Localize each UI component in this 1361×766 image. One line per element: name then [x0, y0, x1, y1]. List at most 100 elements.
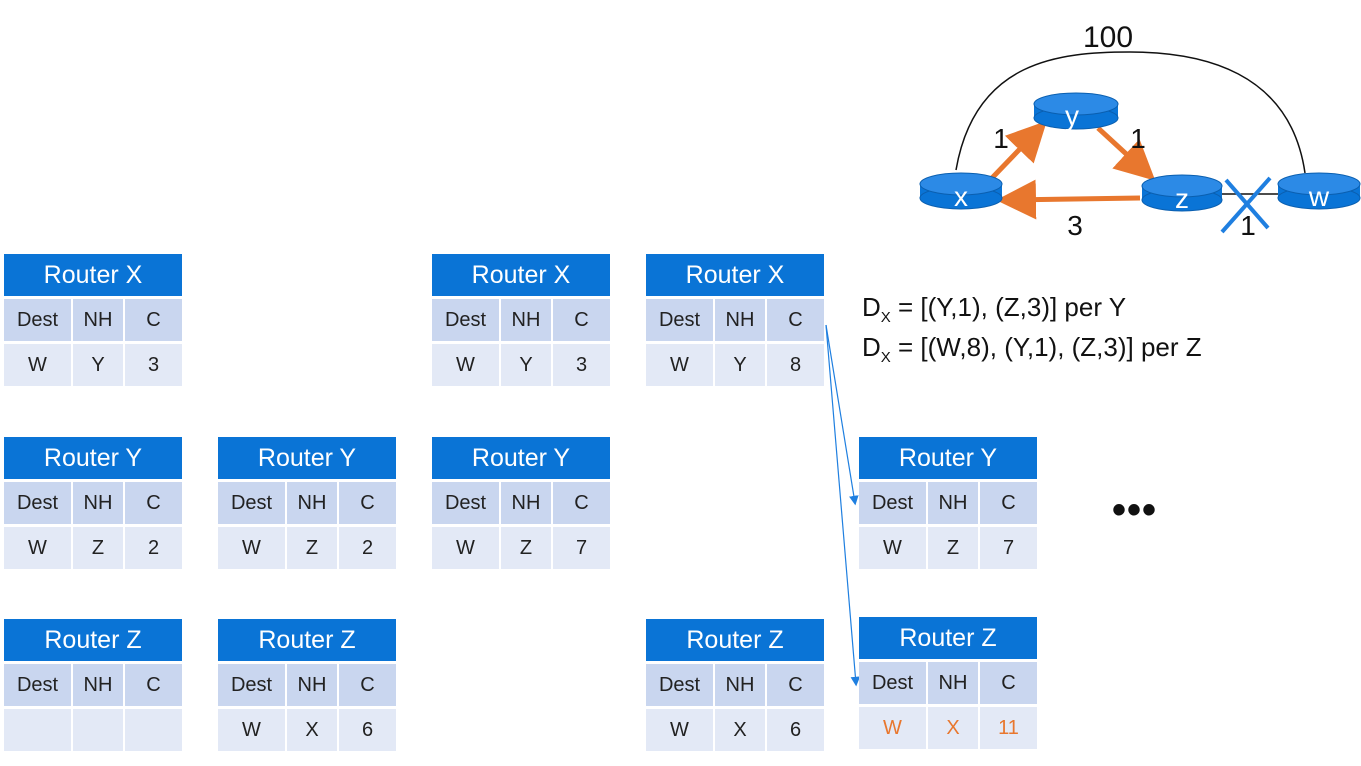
table-row: W Y 3 [4, 344, 182, 386]
table-row: W Y 8 [646, 344, 824, 386]
dv-subscript: X [880, 309, 891, 327]
header-c: C [980, 482, 1037, 524]
table-row-updated: W X 11 [859, 707, 1037, 749]
table-title: Router Z [859, 617, 1037, 659]
header-c: C [553, 482, 610, 524]
distance-vector-line-1: DX = [(Y,1), (Z,3)] per Y [862, 292, 1126, 326]
table-title: Router Z [4, 619, 182, 661]
routing-table-router-z: Router Z Dest NH C W X 6 [646, 619, 824, 751]
cell-dest: W [218, 527, 285, 569]
arrow-z-to-x [996, 179, 1141, 220]
routing-table-router-y: Router Y Dest NH C W Z 7 [432, 437, 610, 569]
cell-c: 11 [980, 707, 1037, 749]
table-title: Router X [4, 254, 182, 296]
cell-dest: W [859, 527, 926, 569]
table-row [4, 709, 182, 751]
table-row: W X 6 [646, 709, 824, 751]
header-c: C [125, 482, 182, 524]
cell-c: 7 [553, 527, 610, 569]
table-header: Dest NH C [646, 299, 824, 341]
cell-dest: W [432, 344, 499, 386]
routing-table-router-z: Router Z Dest NH C W X 6 [218, 619, 396, 751]
header-nh: NH [928, 482, 978, 524]
header-dest: Dest [4, 299, 71, 341]
cell-c: 3 [125, 344, 182, 386]
routing-table-router-z: Router Z Dest NH C W X 11 [859, 617, 1037, 749]
header-c: C [767, 299, 824, 341]
cell-dest: W [646, 709, 713, 751]
header-nh: NH [501, 482, 551, 524]
cell-nh: X [287, 709, 337, 751]
cell-nh: Z [73, 527, 123, 569]
cost-label-y-z: 1 [1130, 123, 1146, 154]
table-header: Dest NH C [218, 664, 396, 706]
table-header: Dest NH C [646, 664, 824, 706]
cost-label-x-y: 1 [993, 123, 1009, 154]
cell-c: 2 [125, 527, 182, 569]
message-arrow-to-router-z [825, 324, 861, 687]
header-c: C [553, 299, 610, 341]
table-row: W Z 7 [859, 527, 1037, 569]
routing-table-router-y: Router Y Dest NH C W Z 7 [859, 437, 1037, 569]
header-dest: Dest [218, 482, 285, 524]
table-row: W X 6 [218, 709, 396, 751]
header-nh: NH [715, 664, 765, 706]
table-header: Dest NH C [4, 299, 182, 341]
table-row: W Z 2 [218, 527, 396, 569]
cell-nh: Z [501, 527, 551, 569]
dv-values: = [(Y,1), (Z,3)] per Y [890, 292, 1127, 322]
table-title: Router Y [859, 437, 1037, 479]
header-c: C [339, 482, 396, 524]
header-nh: NH [501, 299, 551, 341]
dv-symbol: D [862, 292, 881, 322]
cell-dest: W [432, 527, 499, 569]
header-dest: Dest [218, 664, 285, 706]
routing-table-router-y: Router Y Dest NH C W Z 2 [4, 437, 182, 569]
node-w: w [1277, 172, 1361, 212]
table-title: Router X [432, 254, 610, 296]
header-c: C [339, 664, 396, 706]
node-y-label: y [1065, 100, 1079, 131]
header-c: C [767, 664, 824, 706]
header-dest: Dest [432, 299, 499, 341]
header-nh: NH [73, 299, 123, 341]
header-nh: NH [715, 299, 765, 341]
cell-dest: W [859, 707, 926, 749]
node-x-label: x [954, 181, 968, 212]
header-dest: Dest [4, 664, 71, 706]
table-header: Dest NH C [432, 299, 610, 341]
cell-nh: Y [501, 344, 551, 386]
cell-nh: X [928, 707, 978, 749]
table-title: Router X [646, 254, 824, 296]
cell-dest [4, 709, 71, 751]
cell-dest: W [218, 709, 285, 751]
header-dest: Dest [432, 482, 499, 524]
cost-label-x-z: 3 [1067, 210, 1083, 241]
cell-c: 2 [339, 527, 396, 569]
cell-nh: Z [287, 527, 337, 569]
table-row: W Y 3 [432, 344, 610, 386]
table-title: Router Y [218, 437, 396, 479]
header-dest: Dest [4, 482, 71, 524]
table-row: W Z 7 [432, 527, 610, 569]
cell-c: 6 [339, 709, 396, 751]
header-nh: NH [287, 664, 337, 706]
node-w-label: w [1308, 181, 1330, 212]
header-c: C [125, 664, 182, 706]
header-c: C [125, 299, 182, 341]
cell-nh [73, 709, 123, 751]
table-title: Router Y [4, 437, 182, 479]
header-dest: Dest [646, 299, 713, 341]
table-title: Router Z [646, 619, 824, 661]
distance-vector-line-2: DX = [(W,8), (Y,1), (Z,3)] per Z [862, 332, 1202, 366]
node-z-label: z [1175, 183, 1189, 214]
header-dest: Dest [646, 664, 713, 706]
table-header: Dest NH C [4, 482, 182, 524]
header-nh: NH [287, 482, 337, 524]
dv-subscript: X [880, 349, 891, 367]
cost-label-z-w: 1 [1240, 210, 1256, 241]
table-header: Dest NH C [859, 482, 1037, 524]
cell-dest: W [4, 344, 71, 386]
cell-nh: X [715, 709, 765, 751]
table-header: Dest NH C [432, 482, 610, 524]
